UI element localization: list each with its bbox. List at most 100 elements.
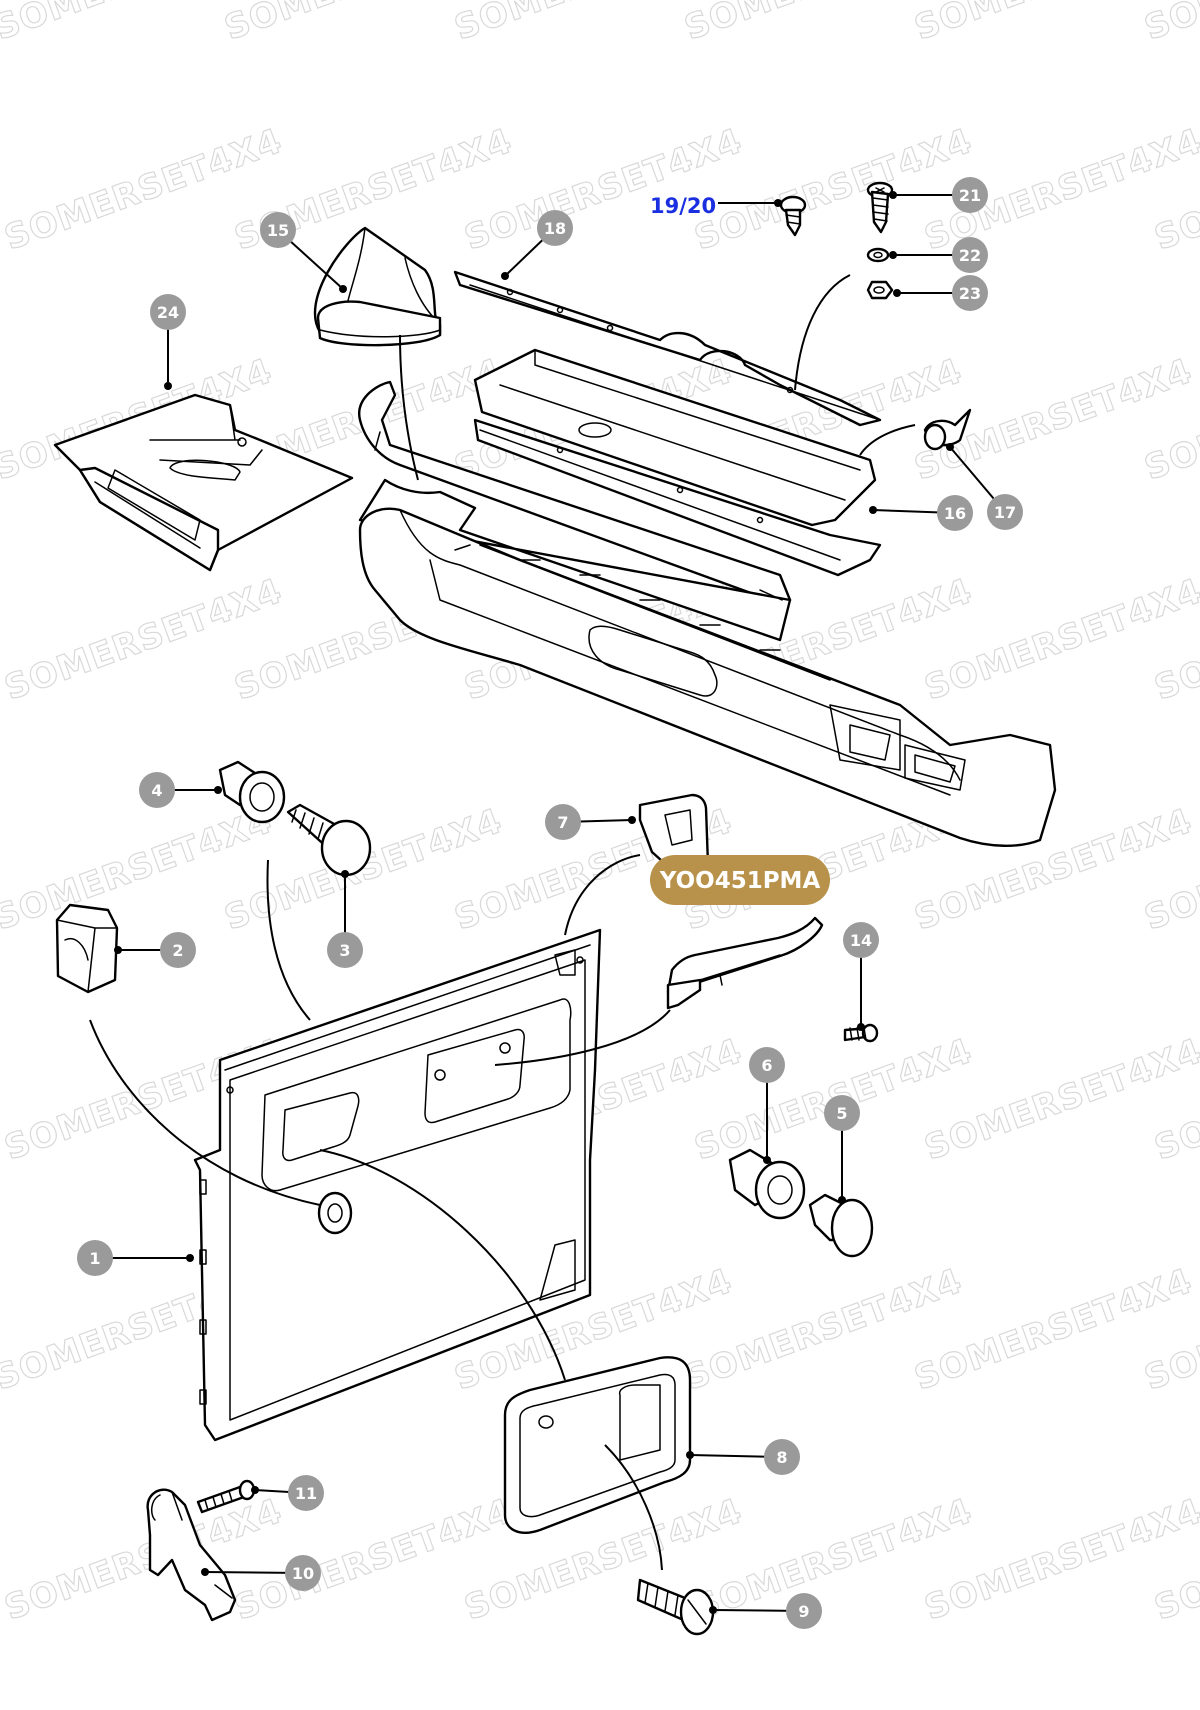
leader-dot-7: [628, 816, 636, 824]
callout-1[interactable]: 1: [77, 1240, 113, 1276]
callout-number: 4: [151, 781, 162, 800]
callout-bubble[interactable]: [150, 294, 186, 330]
fastener-22-washer: [866, 247, 890, 263]
callout-bubble[interactable]: [545, 804, 581, 840]
part-16-console-top: [473, 348, 882, 577]
callout-bubble[interactable]: [952, 237, 988, 273]
callout-17[interactable]: 17: [987, 494, 1023, 530]
callout-bubble[interactable]: [160, 932, 196, 968]
callout-8[interactable]: 8: [764, 1439, 800, 1475]
part-3-push-fastener: [286, 803, 372, 877]
callout-number: 17: [994, 503, 1016, 522]
part-17-push-clip: [923, 408, 972, 451]
leader-dot-23: [893, 289, 901, 297]
callout-number: 8: [776, 1448, 787, 1467]
reference-label-19-20: 19/20: [650, 194, 716, 218]
callout-bubble[interactable]: [987, 494, 1023, 530]
callout-bubble[interactable]: [77, 1240, 113, 1276]
leader-dot-15: [339, 285, 347, 293]
part-2-foam-block: [55, 903, 119, 994]
part-8-door-pull-cup: [503, 1356, 692, 1534]
fastener-23-nut: [866, 280, 894, 300]
callout-5[interactable]: 5: [824, 1095, 860, 1131]
callout-2[interactable]: 2: [160, 932, 196, 968]
leader-dot-3: [341, 870, 349, 878]
part-24-glovebox-tray: [53, 393, 354, 572]
leader-dot-16: [869, 506, 877, 514]
leader-dot-22: [889, 251, 897, 259]
callout-bubble[interactable]: [260, 212, 296, 248]
callout-number: 5: [836, 1104, 847, 1123]
callout-bubble[interactable]: [537, 210, 573, 246]
part-14-screw: [843, 1023, 879, 1043]
part-code-label[interactable]: YOO451PMA: [659, 868, 821, 894]
part-grab-handle: [666, 916, 824, 1010]
callout-bubble[interactable]: [952, 177, 988, 213]
callout-number: 22: [959, 246, 981, 265]
leader-dot-6: [763, 1156, 771, 1164]
part-15-air-duct: [313, 226, 442, 347]
leader-dot-24: [164, 382, 172, 390]
leader-dot-9: [709, 1606, 717, 1614]
leader-dot-18: [501, 272, 509, 280]
callout-bubble[interactable]: [285, 1555, 321, 1591]
callout-4[interactable]: 4: [139, 772, 175, 808]
callout-number: 6: [761, 1056, 772, 1075]
leader-dot-17: [946, 443, 954, 451]
part-code-badge[interactable]: YOO451PMA: [650, 855, 830, 905]
callout-6[interactable]: 6: [749, 1047, 785, 1083]
callout-9[interactable]: 9: [786, 1593, 822, 1629]
callout-3[interactable]: 3: [327, 932, 363, 968]
callout-23[interactable]: 23: [952, 275, 988, 311]
leader-dot-21: [889, 191, 897, 199]
part-5-push-stud: [808, 1193, 874, 1258]
callout-bubble[interactable]: [937, 495, 973, 531]
dash-lower-panel: [358, 380, 792, 642]
callout-bubble[interactable]: [786, 1593, 822, 1629]
callout-number: 16: [944, 504, 966, 523]
leader-dot-4: [214, 786, 222, 794]
callout-bubble[interactable]: [327, 932, 363, 968]
callout-number: 21: [959, 186, 981, 205]
callout-bubble[interactable]: [749, 1047, 785, 1083]
callout-number: 1: [89, 1249, 100, 1268]
callout-22[interactable]: 22: [952, 237, 988, 273]
callout-24[interactable]: 24: [150, 294, 186, 330]
callout-number: 24: [157, 303, 179, 322]
callout-bubble[interactable]: [952, 275, 988, 311]
callout-7[interactable]: 7: [545, 804, 581, 840]
part-10-hinge-bracket: [146, 1488, 237, 1622]
leader-dot-8: [686, 1451, 694, 1459]
callout-bubble[interactable]: [843, 922, 879, 958]
fastener-21-screw: [866, 181, 894, 234]
leader-dot-1: [186, 1254, 194, 1262]
callout-11[interactable]: 11: [288, 1475, 324, 1511]
callout-bubble[interactable]: [139, 772, 175, 808]
callout-number: 7: [557, 813, 568, 832]
callout-number: 15: [267, 221, 289, 240]
watermark-text: SOMERSET4X4: [1139, 0, 1200, 48]
callout-16[interactable]: 16: [937, 495, 973, 531]
callout-15[interactable]: 15: [260, 212, 296, 248]
leader-dot-10: [201, 1568, 209, 1576]
callout-14[interactable]: 14: [843, 922, 879, 958]
callout-number: 14: [850, 931, 872, 950]
part-18-top-strip: [453, 270, 882, 427]
leader-dot-5: [838, 1196, 846, 1204]
callout-number: 10: [292, 1564, 314, 1583]
callout-bubble[interactable]: [764, 1439, 800, 1475]
panel-grommet: [317, 1191, 353, 1235]
callout-18[interactable]: 18: [537, 210, 573, 246]
callout-number: 9: [798, 1602, 809, 1621]
callout-21[interactable]: 21: [952, 177, 988, 213]
callout-bubble[interactable]: [824, 1095, 860, 1131]
leader-dot-11: [251, 1486, 259, 1494]
callout-number: 2: [172, 941, 183, 960]
callout-bubble[interactable]: [288, 1475, 324, 1511]
part-9-screw: [636, 1578, 715, 1636]
callout-10[interactable]: 10: [285, 1555, 321, 1591]
leader-dot-2: [114, 946, 122, 954]
leader-dot-14: [857, 1023, 865, 1031]
